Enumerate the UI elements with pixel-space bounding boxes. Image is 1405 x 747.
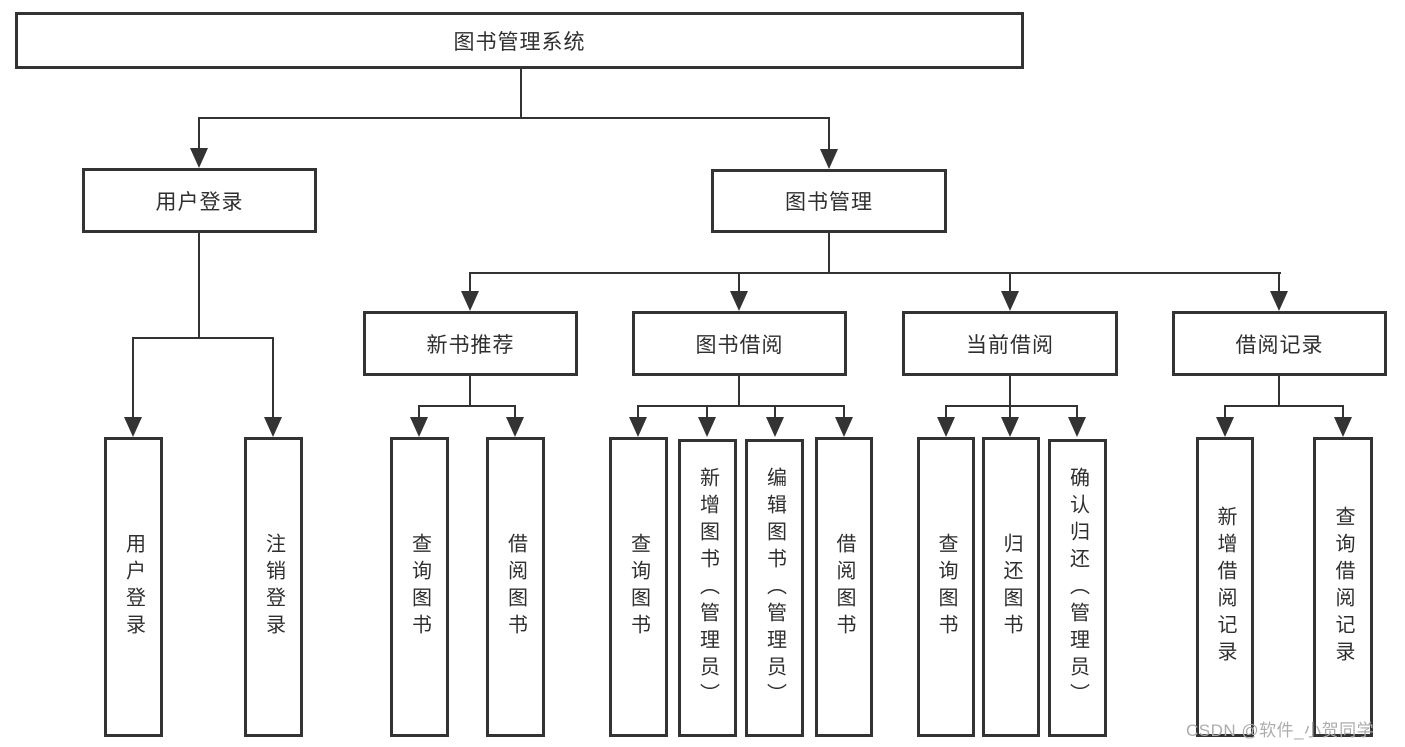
arrow-down-icon [730,291,748,311]
leaf-query-books-borrow: 查询图书 [609,437,668,737]
connector-line [738,376,740,407]
arrow-down-icon [1216,417,1234,437]
leaf-label: 查询图书 [627,533,650,641]
connector-line [637,405,639,419]
connector-line [1342,405,1344,419]
connector-line [1009,405,1011,419]
connector-line [1009,376,1011,407]
connector-line [1009,272,1011,293]
connector-line [469,272,1281,274]
connector-line [828,233,830,274]
connector-line [514,405,516,419]
arrow-down-icon [629,417,647,437]
connector-line [828,117,830,151]
arrow-down-icon [1334,417,1352,437]
arrow-down-icon [835,417,853,437]
connector-line [1076,405,1078,419]
connector-line [945,405,1078,407]
connector-line [132,337,134,419]
leaf-label: 新增图书（管理员） [696,466,719,710]
leaf-label: 查询图书 [935,533,957,641]
leaf-borrow-books-borrow: 借阅图书 [815,437,873,737]
connector-line [272,337,274,419]
arrow-down-icon [190,148,208,168]
leaf-borrow-books-recommend: 借阅图书 [486,437,545,737]
connector-line [418,405,516,407]
leaf-logout: 注销登录 [244,437,303,737]
node-current-borrowing: 当前借阅 [902,311,1118,376]
node-label: 用户登录 [155,190,244,214]
connector-line [1278,376,1280,407]
leaf-label: 借阅图书 [833,533,855,641]
node-library-management-system: 图书管理系统 [15,12,1024,69]
leaf-label: 归还图书 [1000,533,1022,641]
node-new-book-recommendation: 新书推荐 [363,311,578,376]
leaf-label: 新增借阅记录 [1214,506,1236,668]
csdn-watermark: CSDN @软件_小贺同学 [1186,721,1375,740]
connector-line [1278,272,1280,293]
connector-line [1224,405,1226,419]
arrow-down-icon [506,417,524,437]
node-label: 借阅记录 [1235,333,1324,357]
leaf-label: 确认归还（管理员） [1066,466,1089,710]
arrow-down-icon [1068,417,1086,437]
leaf-return-books: 归还图书 [982,437,1040,737]
arrow-down-icon [937,417,955,437]
arrow-down-icon [461,291,479,311]
node-book-borrowing: 图书借阅 [632,311,847,376]
leaf-confirm-return-admin: 确认归还（管理员） [1048,439,1107,737]
arrow-down-icon [698,417,716,437]
node-label: 图书借阅 [695,333,784,357]
leaf-label: 编辑图书（管理员） [763,466,786,710]
connector-line [132,337,274,339]
arrow-down-icon [124,417,142,437]
connector-line [706,405,708,419]
leaf-query-borrow-record: 查询借阅记录 [1313,437,1373,737]
node-borrowing-records: 借阅记录 [1172,311,1387,376]
connector-line [198,117,830,119]
arrow-down-icon [410,417,428,437]
node-book-management: 图书管理 [711,169,947,233]
arrow-down-icon [1001,417,1019,437]
node-label: 图书管理系统 [453,30,586,54]
connector-line [1224,405,1344,407]
leaf-edit-books-admin: 编辑图书（管理员） [745,439,804,737]
connector-line [418,405,420,419]
node-label: 图书管理 [785,191,873,214]
connector-line [945,405,947,419]
leaf-user-login: 用户登录 [104,437,163,737]
connector-line [469,376,471,407]
connector-line [198,117,200,151]
arrow-down-icon [1001,291,1019,311]
leaf-query-books-recommend: 查询图书 [390,437,449,737]
connector-line [843,405,845,419]
connector-line [469,272,471,293]
arrow-down-icon [264,417,282,437]
connector-line [637,405,845,407]
node-label: 新书推荐 [426,333,515,357]
connector-line [774,405,776,419]
connector-line [520,69,522,118]
leaf-label: 用户登录 [122,533,145,641]
arrow-down-icon [820,149,838,169]
leaf-label: 借阅图书 [504,533,527,641]
leaf-add-borrow-record: 新增借阅记录 [1196,437,1254,737]
leaf-add-books-admin: 新增图书（管理员） [678,439,737,737]
leaf-label: 注销登录 [262,533,285,641]
arrow-down-icon [766,417,784,437]
connector-line [738,272,740,293]
leaf-query-books-current: 查询图书 [917,437,975,737]
node-label: 当前借阅 [966,333,1054,357]
leaf-label: 查询借阅记录 [1332,506,1354,668]
leaf-label: 查询图书 [408,533,431,641]
node-user-login: 用户登录 [82,168,317,233]
arrow-down-icon [1270,291,1288,311]
connector-line [198,233,200,339]
